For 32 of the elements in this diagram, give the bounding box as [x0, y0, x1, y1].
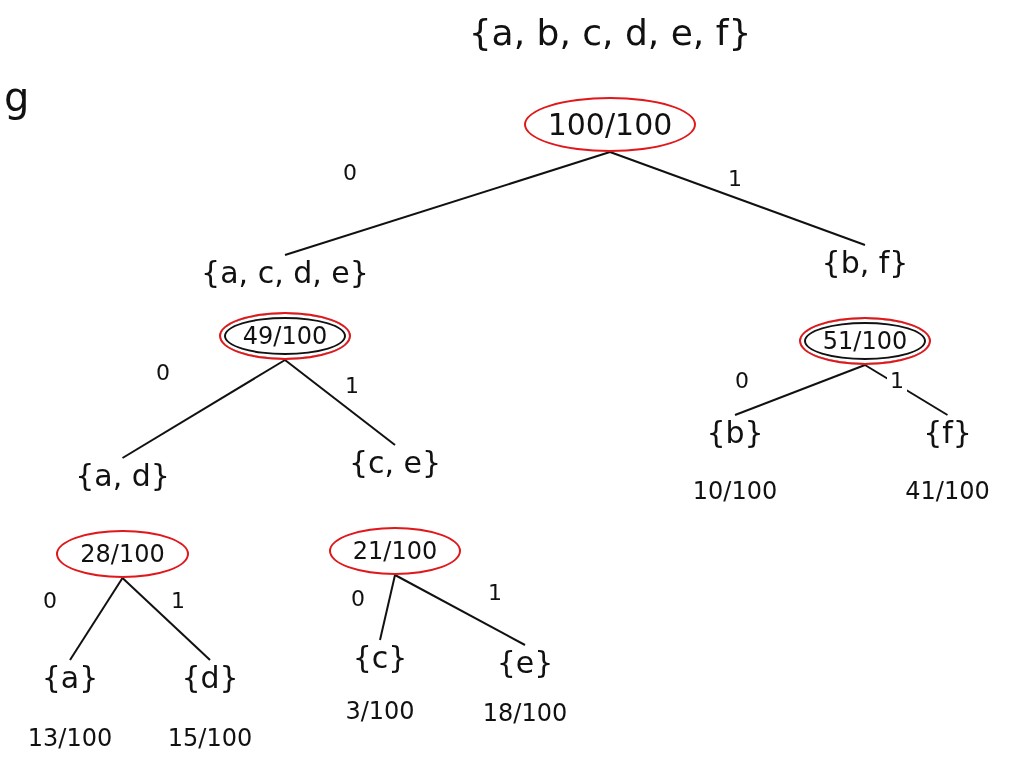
probability-label: 10/100 — [692, 477, 778, 505]
tree-edge — [284, 151, 611, 256]
circled-probability: 100/100 — [523, 97, 697, 152]
set-label: {a, b, c, d, e, f} — [468, 12, 752, 53]
set-label: {e} — [496, 645, 554, 680]
set-label: {b, f} — [821, 245, 909, 280]
set-label: {c, e} — [348, 445, 442, 480]
probability-label: 15/100 — [167, 724, 253, 752]
circled-probability: 28/100 — [56, 530, 189, 578]
tree-edge — [394, 574, 526, 646]
tree-edge — [121, 577, 211, 661]
set-label: {a, c, d, e} — [201, 255, 369, 290]
probability-label: 41/100 — [905, 477, 990, 505]
tree-edge — [734, 364, 866, 416]
tree-edge — [379, 574, 396, 641]
circled-probability: 49/100 — [218, 312, 352, 360]
probability-label: 13/100 — [27, 724, 113, 752]
set-label: {c} — [352, 640, 408, 675]
set-label: {f} — [923, 415, 972, 450]
probability-label: 3/100 — [345, 697, 415, 725]
tree-edge — [69, 577, 124, 661]
set-label: {a} — [41, 660, 99, 695]
set-label: {d} — [181, 660, 239, 695]
note-text: g — [4, 74, 30, 120]
tree-edge — [609, 151, 866, 246]
set-label: {a, d} — [75, 458, 170, 493]
tree-edge — [121, 359, 286, 459]
probability-label: 18/100 — [482, 699, 568, 727]
set-label: {b} — [706, 415, 764, 450]
circled-probability: 21/100 — [328, 527, 462, 575]
tree-edge — [284, 359, 396, 446]
circled-probability: 51/100 — [798, 317, 932, 365]
